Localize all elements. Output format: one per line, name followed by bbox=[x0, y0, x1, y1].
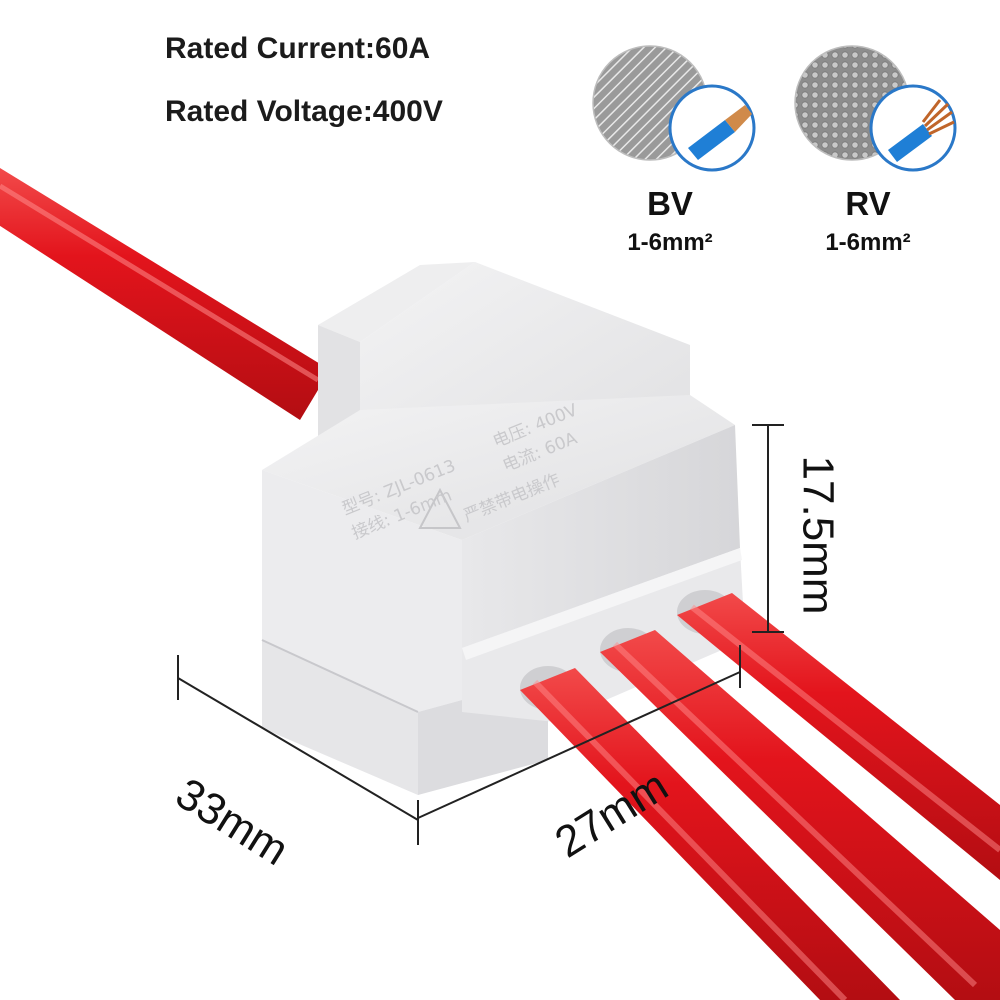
connector-housing bbox=[261, 262, 745, 795]
back-red-wire bbox=[0, 168, 330, 420]
rated-current-label: Rated Current:60A bbox=[165, 32, 431, 65]
stranded-wire-icon bbox=[794, 45, 957, 172]
rated-voltage-label: Rated Voltage:400V bbox=[165, 95, 443, 128]
wire-type-rv: RV 1-6mm² bbox=[798, 185, 938, 257]
dimension-lines bbox=[177, 424, 784, 845]
wire-type-name: RV bbox=[845, 185, 891, 222]
wire-type-bv: BV 1-6mm² bbox=[600, 185, 740, 257]
wire-type-name: BV bbox=[647, 185, 693, 222]
wire-type-range: 1-6mm² bbox=[627, 229, 713, 256]
height-dimension-label: 17.5mm bbox=[793, 455, 843, 615]
front-red-wire-1 bbox=[520, 668, 900, 1000]
front-red-wire-3 bbox=[677, 593, 1000, 880]
wire-type-range: 1-6mm² bbox=[825, 229, 911, 256]
solid-core-wire-icon bbox=[592, 45, 756, 172]
